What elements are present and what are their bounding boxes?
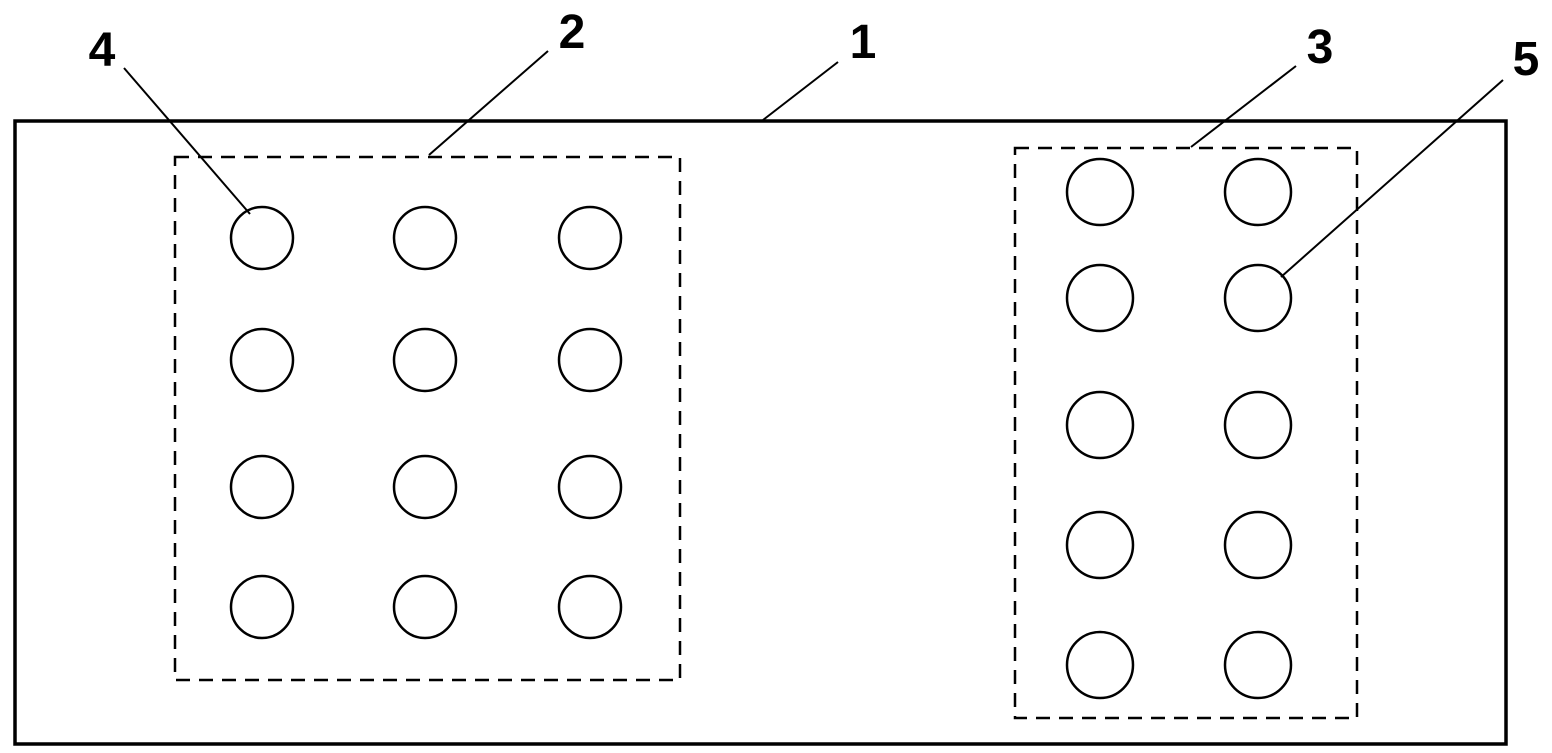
hole-circle	[229, 327, 295, 393]
ref-1-label: 1	[850, 16, 877, 69]
hole-circle	[1065, 263, 1135, 333]
hole-circle	[557, 205, 623, 271]
hole-circle	[557, 327, 623, 393]
ref-3: 3	[1190, 21, 1334, 148]
hole-circle	[1223, 510, 1293, 580]
hole-circle	[1065, 390, 1135, 460]
right-hole-array	[1013, 146, 1359, 720]
hole-circle	[557, 454, 623, 520]
substrate-outline	[13, 119, 1508, 746]
ref-3-leader-line	[1190, 65, 1297, 148]
left-hole-array-boundary	[173, 155, 682, 682]
hole-circle	[392, 454, 458, 520]
ref-1: 1	[762, 16, 877, 121]
ref-2: 2	[428, 6, 586, 156]
hole-circle	[1223, 157, 1293, 227]
hole-circle	[1065, 157, 1135, 227]
ref-5-leader-line	[1280, 79, 1504, 278]
hole-circle	[392, 574, 458, 640]
hole-circle	[1223, 390, 1293, 460]
ref-5-label: 5	[1513, 33, 1540, 86]
ref-1-leader-line	[762, 61, 839, 121]
ref-3-label: 3	[1307, 21, 1334, 74]
ref-4: 4	[89, 24, 251, 215]
hole-circle	[1223, 263, 1293, 333]
hole-circle	[1065, 510, 1135, 580]
ref-5: 5	[1280, 33, 1540, 278]
right-hole-array-boundary	[1013, 146, 1359, 720]
hole-circle	[229, 574, 295, 640]
hole-circle	[392, 205, 458, 271]
ref-4-leader-line	[123, 67, 251, 215]
hole-circle	[557, 574, 623, 640]
ref-2-label: 2	[559, 6, 586, 59]
hole-circle	[1065, 630, 1135, 700]
hole-circle	[229, 205, 295, 271]
ref-2-leader-line	[428, 50, 549, 156]
hole-circle	[229, 454, 295, 520]
hole-circle	[392, 327, 458, 393]
hole-circle	[1223, 630, 1293, 700]
left-hole-array	[173, 155, 682, 682]
ref-4-label: 4	[89, 24, 116, 77]
